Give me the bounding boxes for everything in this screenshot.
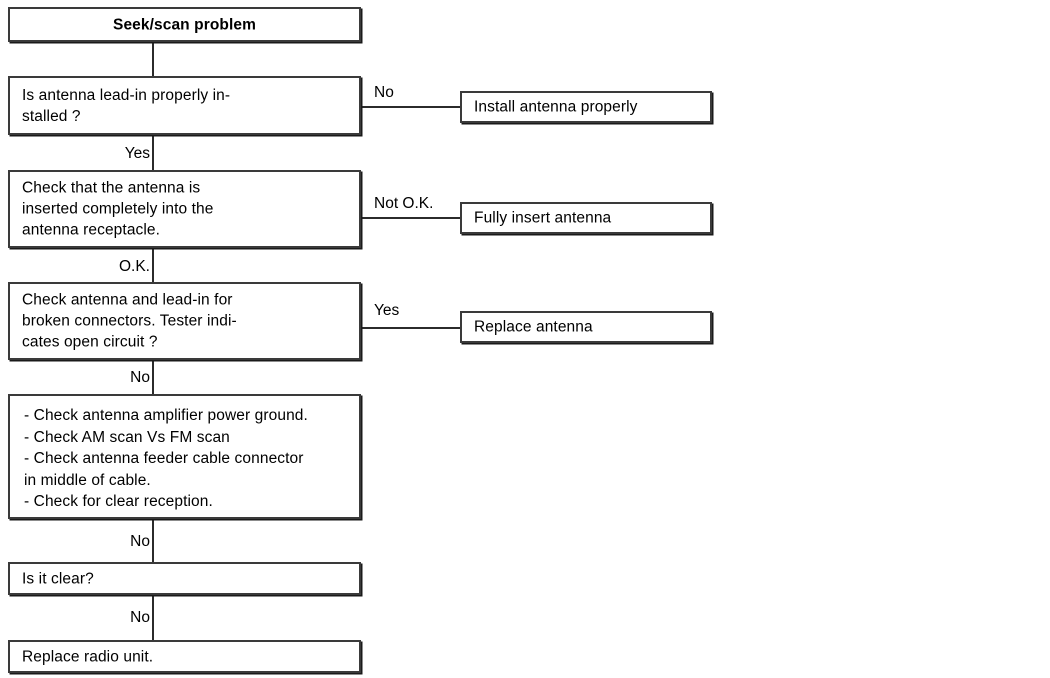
node-label: Is antenna lead-in properly in- stalled … bbox=[22, 86, 231, 125]
connector-broken-yes-branch bbox=[361, 327, 462, 329]
connector-inserted-notok-branch bbox=[361, 217, 462, 219]
node-label: Check that the antenna is inserted compl… bbox=[22, 179, 214, 239]
connector-inserted-to-broken bbox=[152, 248, 154, 283]
node-label: Install antenna properly bbox=[474, 98, 638, 116]
node-install-antenna-properly[interactable]: Install antenna properly bbox=[460, 91, 712, 123]
node-label: Replace radio unit. bbox=[22, 648, 154, 665]
edge-label-isclear-no: No bbox=[130, 609, 150, 626]
node-label: Fully insert antenna bbox=[474, 209, 612, 227]
node-label: Seek/scan problem bbox=[113, 16, 256, 33]
node-checklist[interactable]: - Check antenna amplifier power ground. … bbox=[8, 394, 361, 519]
node-check-antenna-inserted-completely[interactable]: Check that the antenna is inserted compl… bbox=[8, 170, 361, 248]
node-seek-scan-problem[interactable]: Seek/scan problem bbox=[8, 7, 361, 42]
node-label: - Check antenna amplifier power ground. … bbox=[24, 407, 308, 510]
connector-leadin-to-inserted bbox=[152, 135, 154, 172]
node-label: Is it clear? bbox=[22, 570, 94, 587]
node-label: Check antenna and lead-in for broken con… bbox=[22, 291, 237, 351]
edge-label-checklist-no: No bbox=[130, 533, 150, 550]
connector-checklist-to-isclear bbox=[152, 519, 154, 564]
connector-start-to-leadin bbox=[152, 42, 154, 78]
edge-label-inserted-ok: O.K. bbox=[118, 258, 150, 275]
node-fully-insert-antenna[interactable]: Fully insert antenna bbox=[460, 202, 712, 234]
edge-label-leadin-no: No bbox=[374, 84, 394, 101]
edge-label-broken-yes: Yes bbox=[374, 302, 400, 319]
node-label: Replace antenna bbox=[474, 318, 593, 336]
node-replace-radio-unit[interactable]: Replace radio unit. bbox=[8, 640, 361, 673]
connector-broken-to-checklist bbox=[152, 360, 154, 395]
edge-label-inserted-notok: Not O.K. bbox=[374, 195, 434, 212]
connector-leadin-no-branch bbox=[361, 106, 462, 108]
node-replace-antenna[interactable]: Replace antenna bbox=[460, 311, 712, 343]
node-check-broken-connectors[interactable]: Check antenna and lead-in for broken con… bbox=[8, 282, 361, 360]
connector-isclear-to-replaceradio bbox=[152, 595, 154, 640]
edge-label-broken-no: No bbox=[130, 369, 150, 386]
node-is-antenna-lead-in-properly-installed[interactable]: Is antenna lead-in properly in- stalled … bbox=[8, 76, 361, 135]
edge-label-leadin-yes: Yes bbox=[124, 145, 150, 162]
node-is-it-clear[interactable]: Is it clear? bbox=[8, 562, 361, 595]
